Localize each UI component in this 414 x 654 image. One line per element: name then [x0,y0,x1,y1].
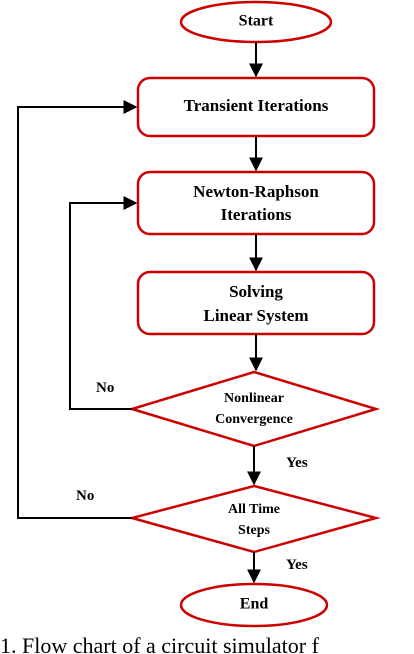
nonlinear-label-line1: Nonlinear [224,391,284,406]
alltime-no-label: No [76,488,94,504]
alltime-yes-label: Yes [286,557,308,573]
nonlinear-yes-label: Yes [286,455,308,471]
nonlinear-no-label: No [96,380,114,396]
alltime-label-line2: Steps [238,523,270,538]
figure-caption: 1. Flow chart of a circuit simulator f [0,633,320,654]
end-label: End [240,596,269,613]
start-label: Start [239,13,274,30]
newton-raphson-label-line2: Iterations [221,205,292,224]
transient-iterations-label: Transient Iterations [184,96,329,115]
newton-raphson-label-line1: Newton-Raphson [193,182,319,201]
solving-label-line1: Solving [229,282,283,301]
nonlinear-label-line2: Convergence [215,412,293,427]
loop-nonlinear-no-to-newton [69,196,138,410]
alltime-label-line1: All Time [228,502,280,517]
nonlinear-convergence-node [127,370,381,448]
end-node [179,582,329,628]
solving-label-line2: Linear System [204,306,309,325]
loop-alltime-no-to-transient [17,100,138,519]
all-time-steps-node [127,484,381,554]
